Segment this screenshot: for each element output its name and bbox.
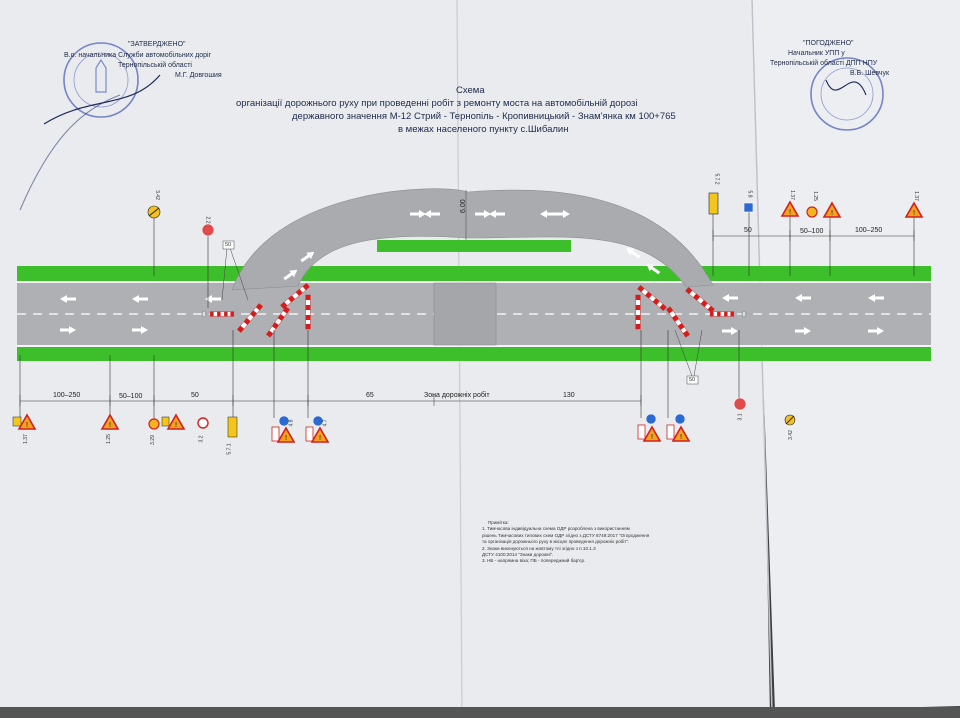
approve-line-1: В.о. начальника Служби автомобільних дор… [64, 52, 212, 59]
grass-strip-bottom [17, 347, 931, 361]
scheme-title-line-4: в межах населеного пункту с.Шибалин [398, 124, 569, 135]
sign-code-top-5: 1.37 [788, 190, 795, 200]
notes-line: та організація дорожнього руху в місцях … [482, 539, 630, 545]
notes-heading: Примітка: [488, 520, 509, 525]
notes-line: ДСТУ 4100:2014 "Знаки дорожні". [482, 552, 554, 558]
top-sign-posts [153, 212, 915, 308]
speed-label-left: 50 [225, 242, 232, 248]
grass-strip-bypass [377, 240, 571, 252]
dim-50-left: 50 [191, 392, 199, 399]
sign-code-top-6: 1.25 [811, 191, 818, 201]
dim-bypass-width: 6.00 [460, 199, 467, 213]
dim-65: 65 [366, 392, 374, 399]
dimension-lines [19, 230, 915, 406]
scheme-title-line-3: державного значення М-12 Стрий - Тернопі… [292, 111, 676, 122]
dim-work-zone: Зона дорожніх робіт [424, 392, 490, 399]
speed-plate-right [674, 329, 703, 385]
sign-code-bot-5: 5.7.1 [226, 443, 233, 455]
top-signs [147, 192, 923, 237]
dim-50-100-left: 50–100 [119, 393, 143, 400]
sign-code-bot-2: 1.25 [105, 434, 112, 444]
sign-code-top-7: 1.37 [912, 191, 919, 201]
speed-plate-left [221, 240, 249, 301]
sign-code-bot-4: 3.2 [198, 435, 205, 443]
notes-line: рішень Тимчасових типових схем ОДР згідн… [482, 532, 650, 538]
scheme-title: Схема [456, 85, 485, 96]
stamp-agreed [810, 57, 884, 131]
stamp-approved [19, 42, 161, 211]
sign-code-top-3: 5.7.2 [713, 173, 720, 185]
bottom-signs [12, 397, 796, 443]
sign-code-top-2: 2.2 [204, 216, 211, 224]
notes-block: Примітка: 1. Тимчасова індивідуальна схе… [482, 520, 682, 565]
bridge-section [433, 282, 497, 346]
sign-code-bot-7: 4.7 [322, 419, 329, 427]
dim-100-250-left: 100–250 [53, 392, 81, 399]
speed-label-right: 50 [689, 377, 696, 383]
dim-50-right: 50 [744, 227, 752, 234]
approve-heading: "ЗАТВЕРДЖЕНО" [128, 41, 186, 48]
notes-line: 3. НБ - напрямна віха; ПБ - попереджний … [482, 558, 586, 564]
notes-line: 2. Знаки виконуються на жовтому тлі згід… [482, 545, 596, 551]
sign-code-bot-1: 1.37 [22, 434, 29, 444]
approve-line-2: Тернопільській області [118, 62, 192, 69]
approve-line-3: М.Г. Довгошия [175, 72, 222, 79]
agree-line-1: Начальник УПП у [788, 50, 845, 57]
dim-50-100-right: 50–100 [800, 228, 824, 235]
dim-130: 130 [563, 392, 575, 399]
scheme-title-line-2: організації дорожнього руху при проведен… [236, 98, 638, 109]
bypass-road [231, 188, 714, 291]
agree-line-2: Тернопільській області ДПП НПУ [770, 60, 878, 67]
sign-code-bot-9: 3.42 [787, 430, 794, 440]
sign-code-bot-3: 3.29 [149, 435, 156, 445]
agree-heading: "ПОГОДЖЕНО" [803, 40, 854, 47]
sign-code-bot-6: 4.8 [288, 419, 295, 427]
sign-code-top-1: 3.42 [153, 190, 160, 200]
sign-code-bot-8: 3.1 [737, 413, 744, 421]
sign-code-top-4: 5.8 [746, 190, 753, 198]
agree-line-3: В.Б. Шевчук [850, 70, 890, 77]
dim-100-250-right: 100–250 [855, 227, 883, 234]
notes-line: 1. Тимчасова індивідуальна схема ОДР роз… [482, 526, 630, 532]
